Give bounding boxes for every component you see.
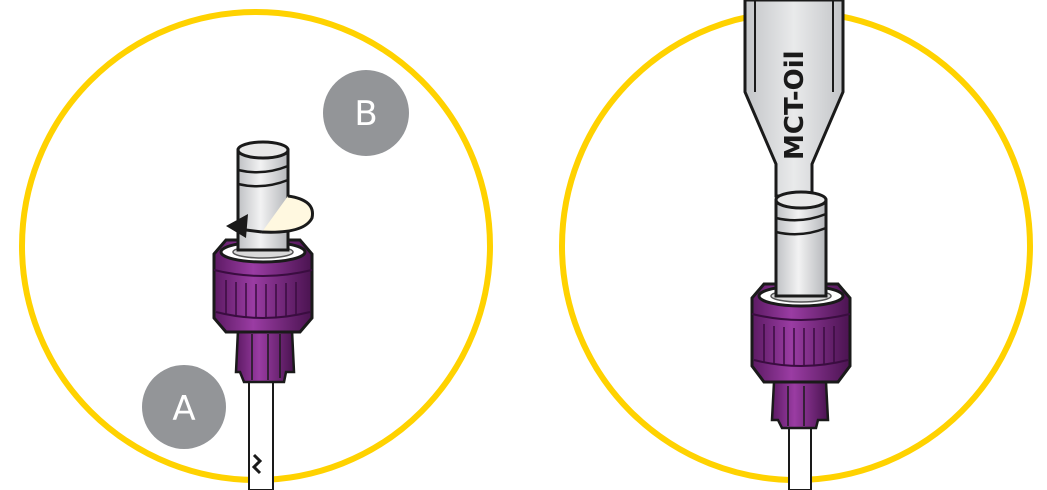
syringe: MCT-Oil: [743, 0, 845, 198]
connector-body: [770, 380, 830, 430]
adapter-tube: [774, 190, 828, 298]
label-a: A: [172, 389, 195, 429]
purple-cap: [212, 238, 314, 334]
purple-cap: [750, 282, 852, 384]
label-a-badge: A: [142, 365, 226, 449]
label-b-badge: B: [323, 70, 409, 156]
syringe-label: MCT-Oil: [780, 50, 810, 160]
label-b: B: [354, 94, 377, 134]
rotate-counterclockwise-arrow-icon: [226, 194, 314, 238]
panel-step-2: MCT-Oil: [559, 0, 1033, 490]
connector-body: [234, 328, 296, 384]
panel-step-1: B A: [19, 9, 493, 490]
feeding-tube: [788, 419, 812, 490]
feeding-tube: [248, 379, 274, 490]
